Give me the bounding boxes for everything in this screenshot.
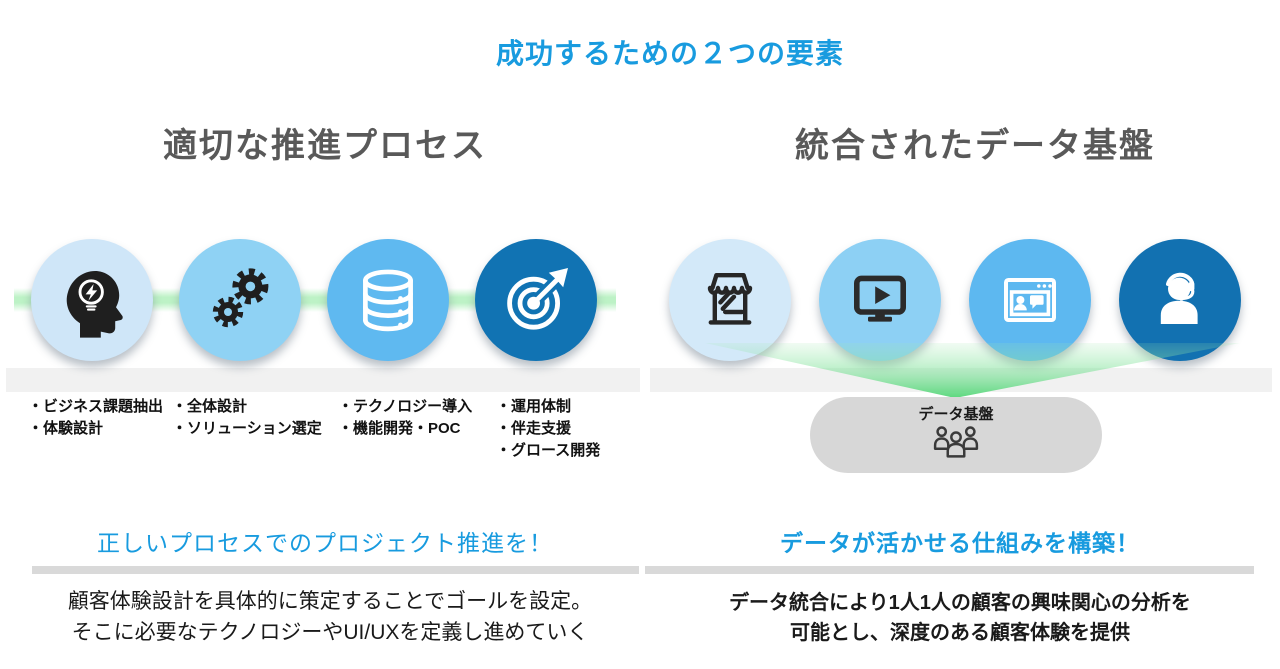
left-divider-bar: [32, 566, 639, 574]
right-description: データ統合により1人1人の顧客の興味関心の分析を 可能とし、深度のある顧客体験を…: [655, 588, 1265, 648]
support-agent-icon: [1140, 260, 1220, 340]
description-line: 可能とし、深度のある顧客体験を提供: [790, 622, 1130, 644]
bullet-item: ・体験設計: [28, 420, 104, 437]
data-platform-pill: データ基盤: [810, 397, 1102, 473]
process-step-circle-3: [327, 239, 449, 361]
step-2-bullets: ・全体設計 ・ソリューション選定: [172, 396, 322, 440]
people-group-icon: [923, 423, 989, 464]
description-line: データ統合により1人1人の顧客の興味関心の分析を: [729, 592, 1191, 614]
database-icon: [349, 261, 427, 339]
left-description: 顧客体験設計を具体的に策定することでゴールを設定。 そこに必要なテクノロジーやU…: [0, 586, 660, 648]
channel-circle-webmeeting: [969, 239, 1091, 361]
bullet-item: ・全体設計: [172, 398, 248, 415]
funnel-arrow: [705, 343, 1240, 398]
channel-circle-tv: [819, 239, 941, 361]
bullet-item: ・運用体制: [496, 398, 572, 415]
data-platform-label: データ基盤: [918, 406, 994, 423]
bullet-item: ・テクノロジー導入: [338, 398, 473, 415]
channel-circle-store: [669, 239, 791, 361]
left-gray-strip: [6, 368, 640, 392]
page-title: 成功するための２つの要素: [495, 38, 844, 69]
process-step-circle-2: [179, 239, 301, 361]
video-chat-icon: [990, 260, 1070, 340]
bullet-item: ・ソリューション選定: [172, 420, 322, 437]
gears-icon: [200, 260, 280, 340]
bullet-item: ・伴走支援: [496, 420, 572, 437]
step-3-bullets: ・テクノロジー導入 ・機能開発・POC: [338, 396, 472, 440]
process-step-circle-1: [31, 239, 153, 361]
channel-circle-support: [1119, 239, 1241, 361]
target-arrow-icon: [496, 260, 576, 340]
right-section-heading: 統合されたデータ基盤: [795, 127, 1155, 165]
bullet-item: ・ビジネス課題抽出: [28, 398, 164, 415]
bullet-item: ・グロース開発: [496, 442, 601, 459]
left-section-heading: 適切な推進プロセス: [163, 127, 487, 165]
storefront-icon: [690, 260, 770, 340]
right-conclusion-headline: データが活かせる仕組みを構築！: [780, 530, 1140, 556]
left-conclusion-headline: 正しいプロセスでのプロジェクト推進を！: [97, 530, 553, 556]
right-divider-bar: [645, 566, 1254, 574]
tv-play-icon: [840, 260, 920, 340]
description-line: 顧客体験設計を具体的に策定することでゴールを設定。: [67, 590, 593, 613]
bullet-item: ・機能開発・POC: [338, 420, 461, 437]
head-idea-icon: [52, 260, 132, 340]
description-line: そこに必要なテクノロジーやUI/UXを定義し進めていく: [71, 621, 589, 644]
step-4-bullets: ・運用体制 ・伴走支援 ・グロース開発: [496, 396, 600, 462]
step-1-bullets: ・ビジネス課題抽出 ・体験設計: [28, 396, 163, 440]
process-step-circle-4: [475, 239, 597, 361]
